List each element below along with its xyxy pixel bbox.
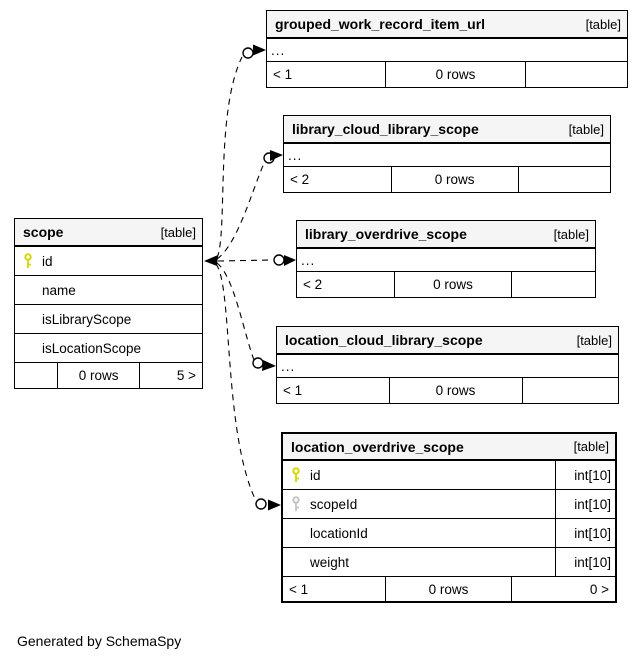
column-type: int[10] — [555, 519, 615, 547]
table-title: library_cloud_library_scope — [292, 121, 479, 137]
footer-parent-count: < 1 — [267, 62, 386, 87]
footer-parent-count — [15, 363, 58, 388]
edge-scope-location-overdrive-scope — [215, 263, 257, 502]
column-name: isLocationScope — [42, 340, 142, 356]
table-tag: [table] — [568, 121, 604, 137]
column-name: weight — [310, 554, 350, 570]
footer-child-count — [526, 62, 627, 87]
table-tag: [table] — [553, 226, 589, 242]
table-tag: [table] — [160, 224, 196, 240]
edge-arrowhead — [270, 150, 283, 161]
edge-arrowhead — [268, 499, 281, 511]
footer-row-count: 0 rows — [392, 167, 519, 192]
foreign-key-icon — [289, 496, 310, 512]
footer-child-count: 0 > — [589, 581, 609, 597]
column-row-weight: weight int[10] — [283, 548, 615, 577]
edge-scope-library-cloud-library-scope — [216, 160, 266, 260]
table-header: library_overdrive_scope [table] — [297, 221, 595, 249]
column-name: name — [42, 282, 76, 298]
column-row-id: id — [15, 247, 202, 276]
table-title: scope — [23, 224, 64, 240]
table-title: location_cloud_library_scope — [285, 332, 483, 348]
edge-arrowhead — [262, 360, 276, 371]
collapsed-columns-row: ... — [277, 355, 618, 378]
column-name: id — [310, 467, 321, 483]
column-row-id: id int[10] — [283, 461, 615, 490]
table-tag: [table] — [576, 332, 612, 348]
footer-parent-count: < 1 — [277, 378, 390, 403]
table-header: grouped_work_record_item_url [table] — [267, 11, 627, 39]
table-footer: < 1 0 rows 0 > — [283, 577, 615, 601]
footer-row-count: 0 rows — [386, 62, 527, 87]
table-footer: < 2 0 rows — [297, 272, 595, 297]
footer-row-count: 0 rows — [58, 363, 141, 388]
column-row-name: name — [15, 276, 202, 305]
table-library-cloud-library-scope[interactable]: library_cloud_library_scope [table] ... … — [283, 115, 611, 193]
footer-parent-count: < 1 — [283, 577, 386, 601]
column-type: int[10] — [555, 490, 615, 518]
table-title: grouped_work_record_item_url — [275, 16, 486, 32]
edge-arrowhead-scope — [204, 255, 218, 266]
column-name: scopeId — [310, 496, 358, 512]
primary-key-icon — [21, 253, 42, 269]
edge-scope-location-cloud-library-scope — [216, 262, 255, 361]
footer-row-count: 0 rows — [390, 378, 523, 403]
column-name: locationId — [310, 525, 368, 541]
edge-endpoint-circle — [252, 357, 264, 369]
column-type: int[10] — [555, 548, 615, 576]
footer-parent-count: < 2 — [297, 272, 396, 297]
column-row-islocationscope: isLocationScope — [15, 334, 202, 363]
column-row-islibraryscope: isLibraryScope — [15, 305, 202, 334]
table-tag: [table] — [585, 16, 621, 32]
table-header: location_overdrive_scope [table] — [283, 434, 615, 461]
table-header: library_cloud_library_scope [table] — [284, 116, 610, 144]
edge-arrowhead — [253, 44, 266, 56]
generated-by-note: Generated by SchemaSpy — [17, 633, 182, 649]
table-grouped-work-record-item-url[interactable]: grouped_work_record_item_url [table] ...… — [266, 10, 628, 88]
footer-row-count: 0 rows — [395, 272, 512, 297]
footer-child-count — [519, 167, 610, 192]
edge-endpoint-circle — [242, 47, 254, 59]
table-title: location_overdrive_scope — [291, 438, 464, 455]
collapsed-columns-row: ... — [284, 144, 610, 167]
table-tag: [table] — [573, 439, 609, 454]
table-location-overdrive-scope[interactable]: location_overdrive_scope [table] id int[… — [281, 432, 617, 603]
footer-child-count — [523, 378, 618, 403]
edge-endpoint-circle — [255, 498, 267, 510]
table-title: library_overdrive_scope — [305, 226, 467, 242]
edge-arrowhead — [284, 255, 296, 266]
primary-key-icon — [289, 467, 310, 483]
table-location-cloud-library-scope[interactable]: location_cloud_library_scope [table] ...… — [276, 326, 619, 404]
edge-endpoint-circle — [273, 254, 285, 266]
table-header: location_cloud_library_scope [table] — [277, 327, 618, 355]
table-footer: 0 rows 5 > — [15, 363, 202, 388]
footer-child-count: 5 > — [176, 368, 196, 383]
edge-scope-library-overdrive-scope — [217, 259, 274, 262]
table-footer: < 1 0 rows — [267, 62, 627, 87]
footer-parent-count: < 2 — [284, 167, 392, 192]
footer-row-count: 0 rows — [386, 577, 513, 601]
table-header: scope [table] — [15, 219, 202, 247]
column-row-locationid: locationId int[10] — [283, 519, 615, 548]
column-type: int[10] — [555, 461, 615, 489]
table-footer: < 1 0 rows — [277, 378, 618, 403]
column-row-scopeid: scopeId int[10] — [283, 490, 615, 519]
table-library-overdrive-scope[interactable]: library_overdrive_scope [table] ... < 2 … — [296, 220, 596, 298]
column-name: isLibraryScope — [42, 311, 132, 327]
collapsed-columns-row: ... — [297, 249, 595, 272]
edge-scope-grouped-work-record-item-url — [216, 56, 243, 259]
column-name: id — [42, 253, 53, 269]
table-footer: < 2 0 rows — [284, 167, 610, 192]
footer-child-count — [512, 272, 595, 297]
table-scope[interactable]: scope [table] id name isLibraryScope — [14, 218, 203, 389]
collapsed-columns-row: ... — [267, 39, 627, 62]
